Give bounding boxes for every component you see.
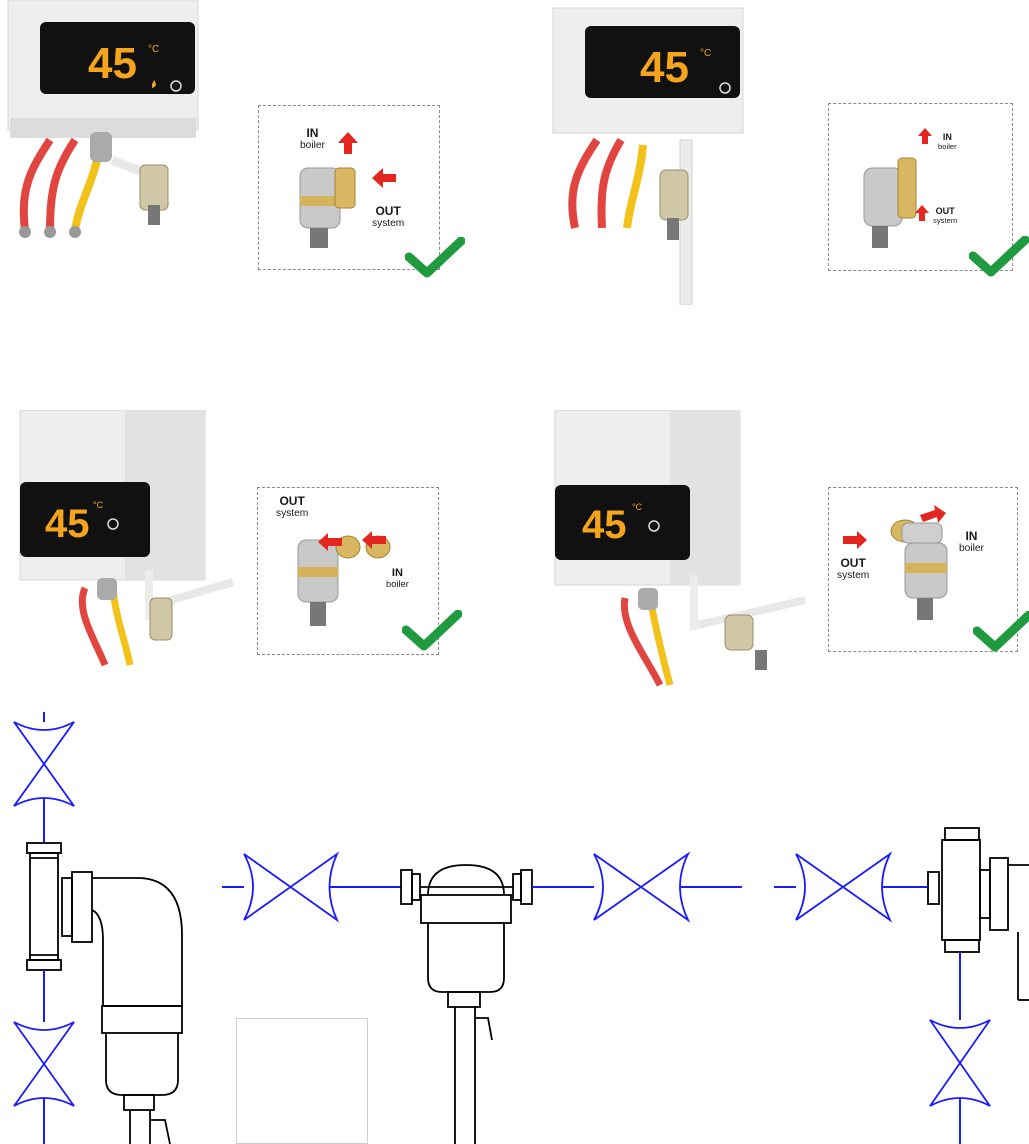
arrow-icon — [318, 533, 342, 551]
valve-symbol — [929, 1019, 991, 1107]
arrow-icon — [843, 531, 867, 549]
filter-orientation-illustration — [890, 519, 948, 620]
power-icon — [170, 80, 182, 92]
boiler-illustration: 45 °C — [7, 0, 199, 238]
valve-symbol — [13, 1021, 75, 1107]
power-icon — [648, 520, 660, 532]
check-icon — [969, 236, 1029, 277]
orientation-diagram-box — [257, 487, 439, 655]
power-icon — [719, 82, 731, 94]
check-icon — [405, 237, 465, 278]
filter-symbol — [927, 827, 1029, 1001]
display-temperature: 45 — [640, 43, 689, 92]
filter-symbol — [26, 842, 183, 1144]
filter-orientation-illustration — [863, 157, 917, 248]
display-temperature: 45 — [88, 39, 137, 88]
power-icon — [107, 518, 119, 530]
boiler-illustration: 45 °C — [554, 410, 806, 687]
installation-schematic — [13, 712, 1029, 1144]
display-unit: °C — [700, 48, 711, 59]
orientation-diagram-box — [828, 103, 1013, 271]
display-unit: °C — [148, 44, 159, 55]
arrow-icon — [918, 128, 932, 144]
installation-right — [774, 827, 1029, 1144]
boiler-illustration: 45 °C — [19, 410, 235, 667]
vertical-installation-left — [13, 712, 183, 1144]
boiler-illustration: 45 °C — [552, 7, 744, 305]
filter-orientation-illustration — [299, 167, 356, 248]
orientation-diagram-box — [828, 487, 1018, 652]
blank-frame — [236, 1018, 368, 1144]
valve-symbol — [243, 851, 340, 923]
arrow-icon — [372, 168, 396, 188]
valve-symbol — [13, 721, 75, 807]
display-temperature: 45 — [45, 502, 90, 546]
filter-symbol — [400, 864, 533, 1144]
arrow-icon — [362, 531, 386, 549]
arrow-icon — [915, 205, 929, 221]
flame-icon — [152, 80, 156, 88]
display-temperature: 45 — [582, 503, 627, 547]
display-unit: °C — [93, 500, 104, 510]
valve-symbol — [795, 851, 893, 923]
check-icon — [402, 610, 462, 651]
arrow-icon — [920, 505, 946, 523]
orientation-diagram-box — [258, 105, 440, 270]
arrow-icon — [338, 132, 358, 154]
horizontal-installation-middle — [222, 851, 742, 1144]
valve-symbol — [593, 851, 691, 923]
display-unit: °C — [632, 502, 643, 512]
check-icon — [973, 611, 1029, 652]
